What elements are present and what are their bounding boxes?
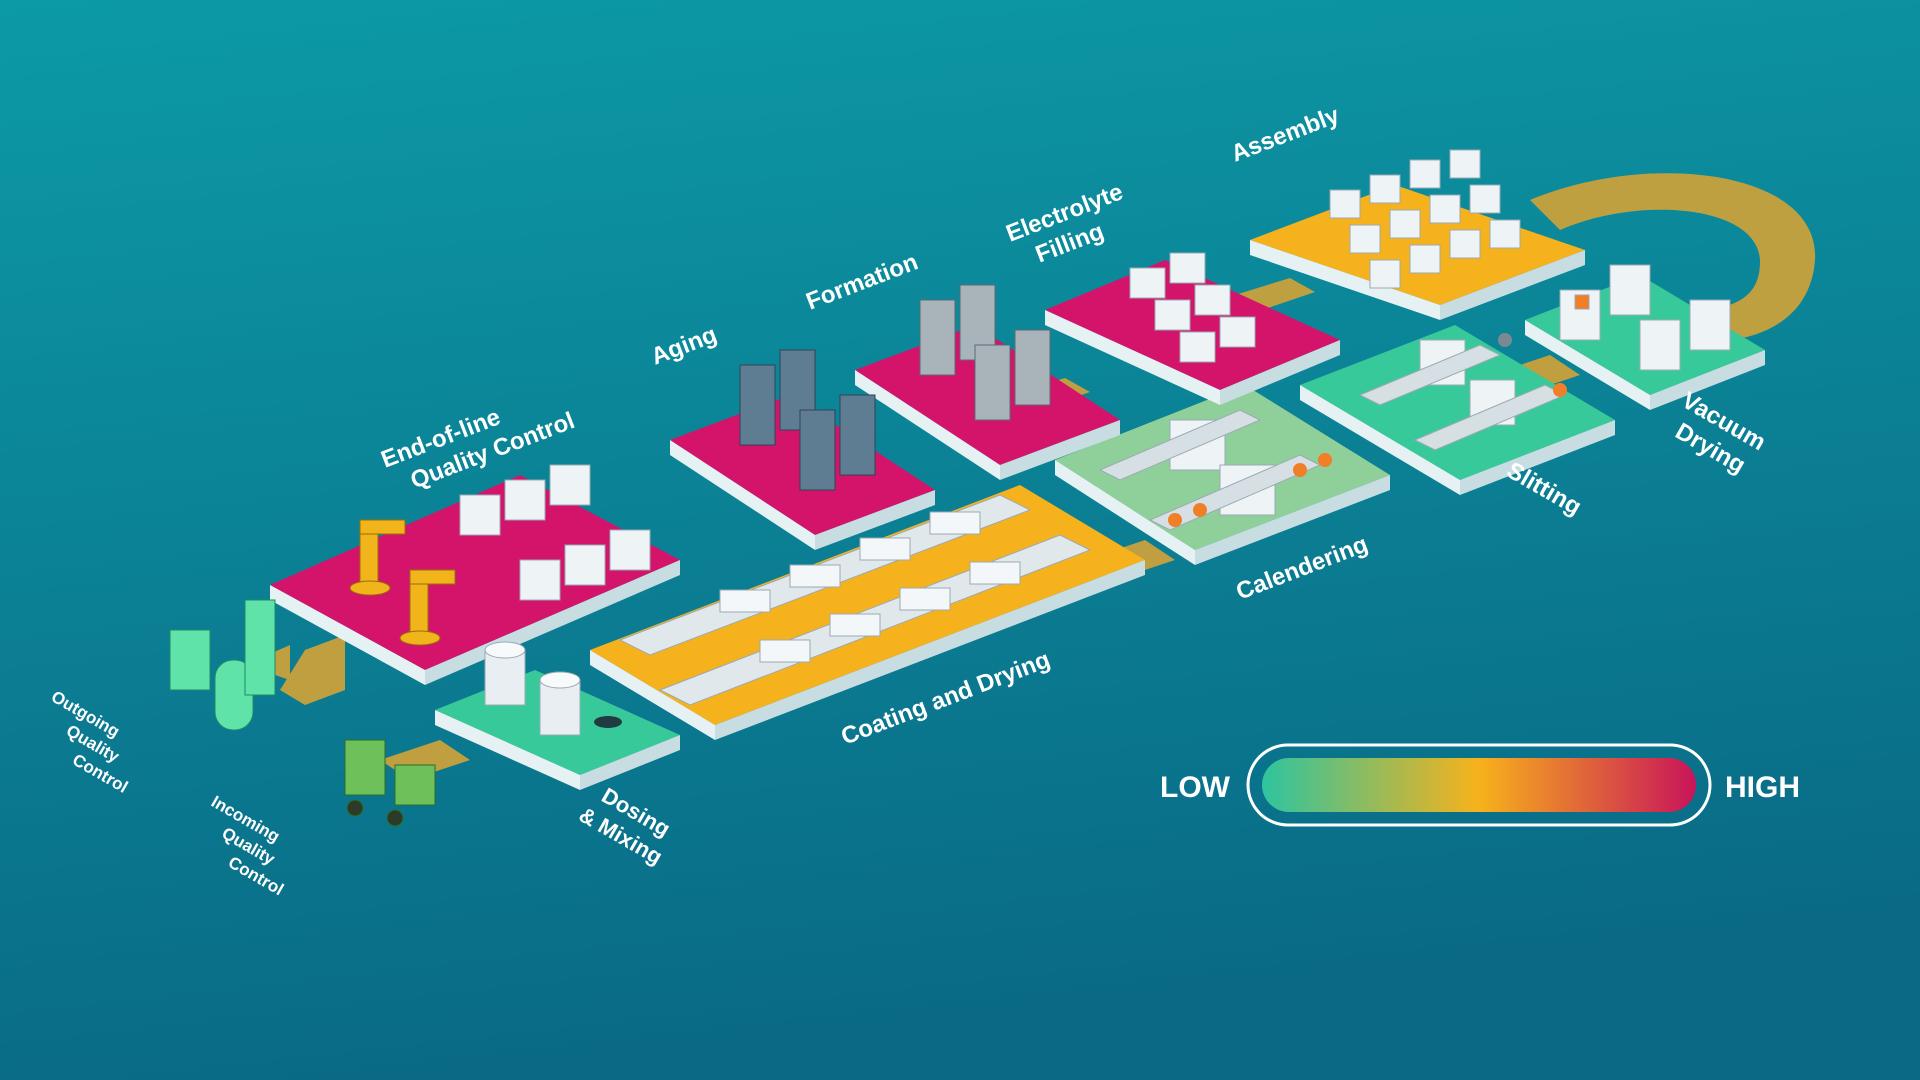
assembly-machines: [1329, 149, 1521, 289]
calendering-machines: [1098, 409, 1332, 531]
platform-electrolyte: [1045, 260, 1340, 405]
legend-frame: [1246, 743, 1712, 827]
formation-racks: [919, 284, 1051, 421]
legend-gradient-bar: [1262, 758, 1696, 812]
battery-cells-icon: [169, 599, 276, 731]
mixing-tanks: [484, 641, 622, 736]
electrolyte-machines: [1129, 252, 1256, 363]
robot-arm: [349, 519, 456, 646]
aging-racks: [739, 349, 876, 491]
legend-low-label: LOW: [1160, 771, 1231, 804]
coating-lines: [618, 494, 1092, 706]
legend: LOW HIGH: [1160, 743, 1800, 827]
legend-high-label: HIGH: [1725, 771, 1800, 804]
slitting-machines: [1358, 333, 1567, 451]
vacuum-ovens: [1559, 264, 1731, 371]
platform-slitting: [1300, 325, 1615, 495]
eol-equipment: [349, 464, 651, 646]
forklift-icon: [344, 739, 436, 827]
